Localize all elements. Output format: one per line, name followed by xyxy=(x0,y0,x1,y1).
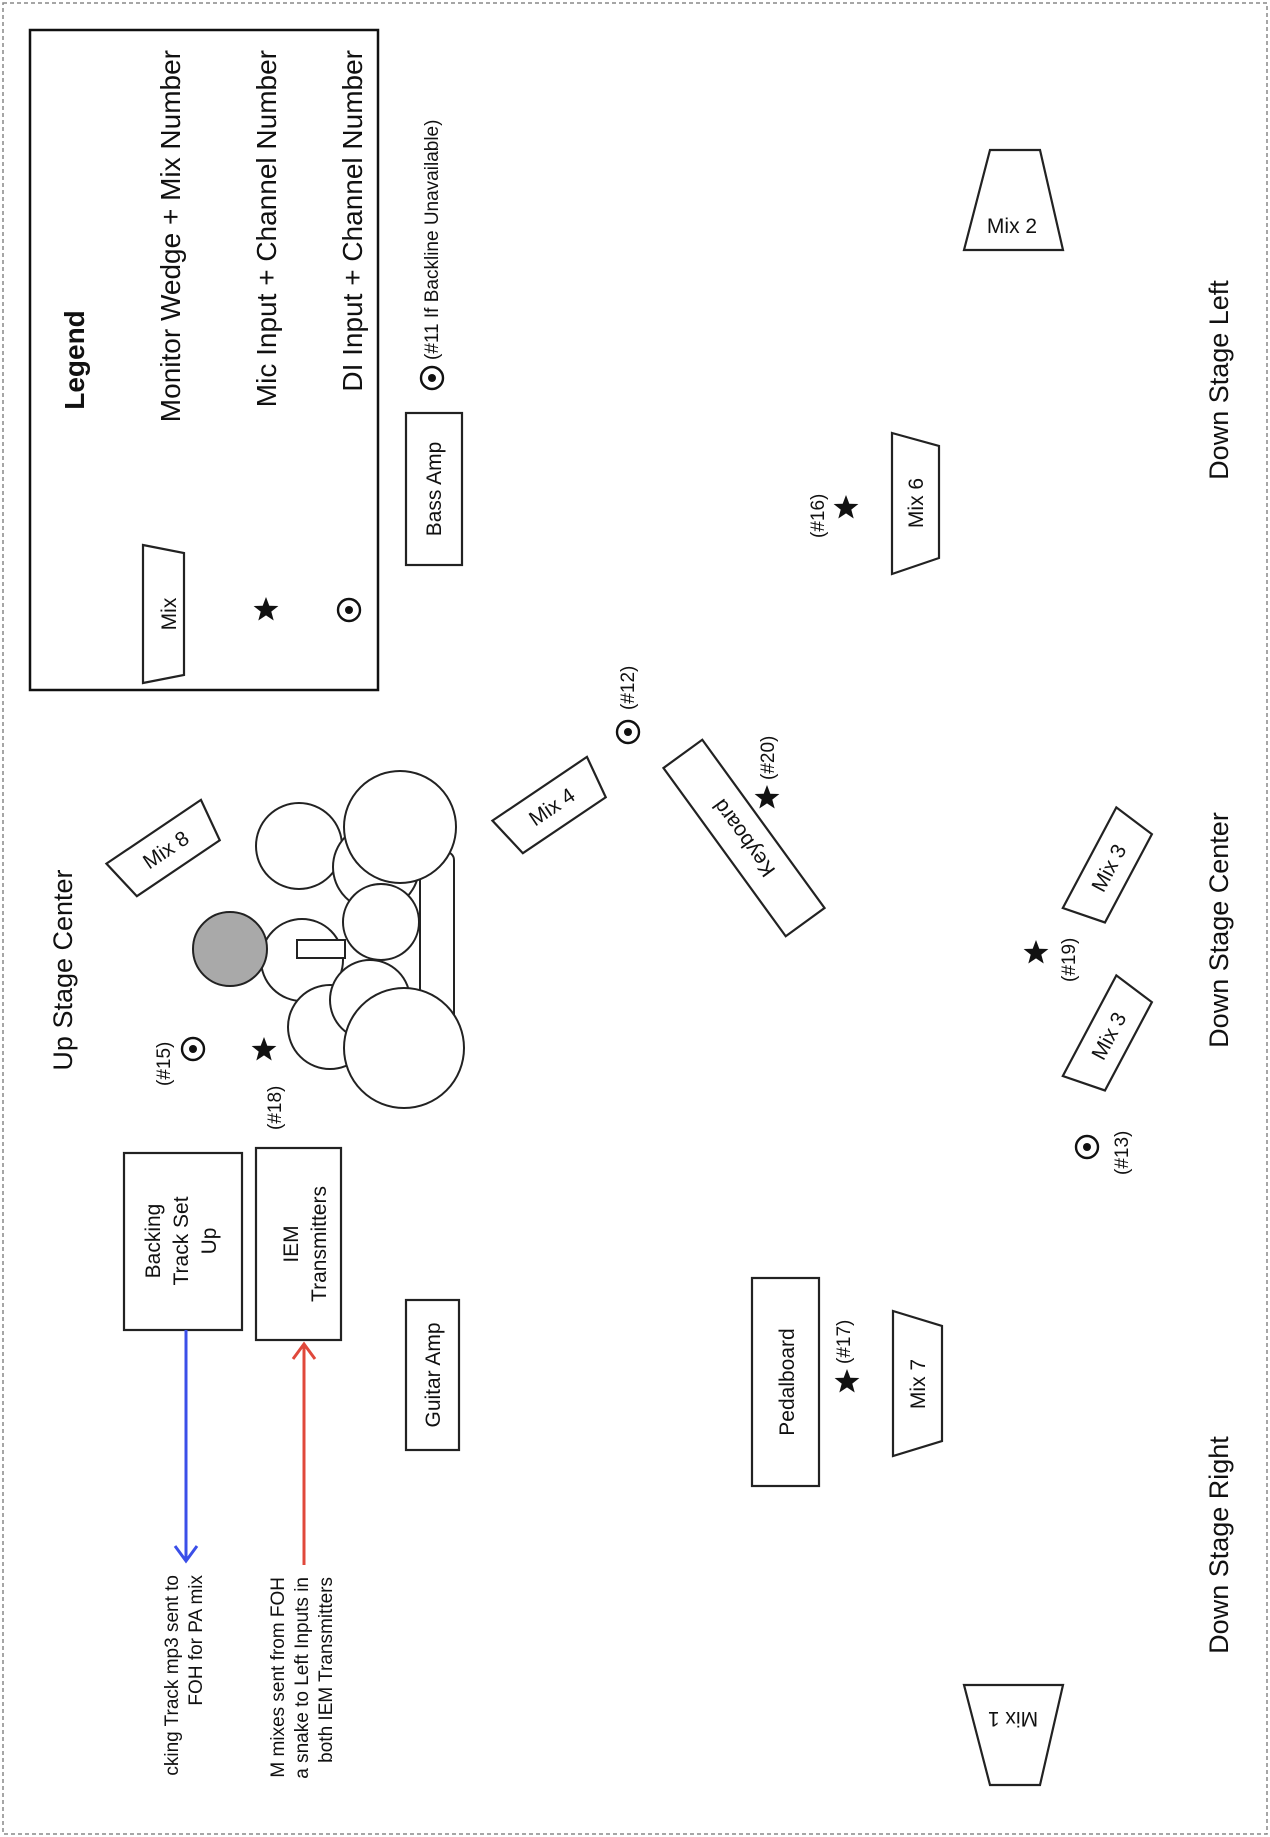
backing-track-line2: Track Set xyxy=(170,1196,193,1285)
channel-17: (#17) xyxy=(834,1320,855,1364)
legend-di-icon xyxy=(336,597,362,623)
di-input-icon xyxy=(615,719,641,745)
wedge-mix2: Mix 2 xyxy=(962,148,1065,252)
backing-track-line3: Up xyxy=(198,1228,221,1255)
pedalboard: Pedalboard xyxy=(750,1276,821,1488)
backing-note-line2: FOH for PA mix xyxy=(186,1575,207,1706)
iem-note-line3: both IEM Transmitters xyxy=(316,1577,337,1763)
keyboard: Keyboard xyxy=(661,738,827,938)
legend-box xyxy=(28,28,380,692)
legend-wedge-text: Monitor Wedge + Mix Number xyxy=(155,50,186,422)
channel-12: (#12) xyxy=(618,666,639,710)
pedalboard-label: Pedalboard xyxy=(776,1328,799,1435)
di-input-icon xyxy=(419,365,445,391)
iem-line1: IEM xyxy=(280,1225,303,1262)
wedge-mix3-upper: Mix 3 xyxy=(1061,805,1154,924)
iem-line2: Transmitters xyxy=(308,1186,331,1302)
backing-track-arrow xyxy=(173,1330,199,1564)
wedge-mix1: Mix 1 xyxy=(962,1683,1065,1787)
drum-kick xyxy=(343,770,457,884)
legend-di-text: DI Input + Channel Number xyxy=(337,50,368,392)
channel-16: (#16) xyxy=(808,494,829,538)
wedge-mix7-label: Mix 7 xyxy=(907,1359,930,1409)
label-upstage-center: Up Stage Center xyxy=(48,869,78,1070)
bass-amp: Bass Amp xyxy=(404,411,464,567)
mic-input-icon xyxy=(754,785,780,809)
legend-wedge-label: Mix xyxy=(158,597,181,630)
iem-transmitters: IEM Transmitters xyxy=(254,1146,343,1342)
backing-track-line1: Backing xyxy=(142,1204,165,1279)
mic-input-icon xyxy=(1023,940,1049,964)
mic-input-icon xyxy=(251,1037,277,1061)
channel-19: (#19) xyxy=(1059,938,1080,982)
channel-13: (#13) xyxy=(1112,1131,1133,1175)
label-downstage-right: Down Stage Right xyxy=(1204,1436,1234,1654)
backing-note-line1: cking Track mp3 sent to xyxy=(162,1575,183,1776)
iem-note-line1: M mixes sent from FOH xyxy=(268,1577,289,1778)
drum-rack-tom xyxy=(255,802,343,890)
wedge-mix3-lower: Mix 3 xyxy=(1061,973,1154,1092)
wedge-mix8: Mix 8 xyxy=(104,798,222,898)
drum-kit xyxy=(192,770,465,1109)
drum-throne-stand xyxy=(296,939,346,959)
backing-track-setup: Backing Track Set Up xyxy=(122,1151,244,1332)
wedge-mix6-label: Mix 6 xyxy=(905,478,928,528)
wedge-mix2-label: Mix 2 xyxy=(987,215,1037,238)
label-downstage-left: Down Stage Left xyxy=(1204,280,1234,480)
iem-arrow xyxy=(291,1341,317,1565)
iem-note-line2: a snake to Left Inputs in xyxy=(292,1577,313,1779)
channel-18: (#18) xyxy=(265,1086,286,1130)
channel-15: (#15) xyxy=(154,1042,175,1086)
mic-input-icon xyxy=(833,495,859,519)
channel-11: (#11 If Backline Unavailable) xyxy=(422,120,443,360)
di-input-icon xyxy=(180,1036,206,1062)
di-input-icon xyxy=(1074,1134,1100,1160)
legend-wedge-icon: Mix xyxy=(141,543,186,685)
wedge-mix7: Mix 7 xyxy=(891,1309,944,1458)
drum-floor-tom-small xyxy=(342,883,420,961)
bass-amp-label: Bass Amp xyxy=(423,442,446,537)
channel-20: (#20) xyxy=(758,736,779,780)
wedge-mix4: Mix 4 xyxy=(490,755,608,855)
drum-snare-shaded xyxy=(192,911,268,987)
guitar-amp-label: Guitar Amp xyxy=(422,1322,445,1427)
label-downstage-center: Down Stage Center xyxy=(1204,812,1234,1048)
drum-floor-tom-large xyxy=(343,987,465,1109)
legend-title: Legend xyxy=(59,310,90,410)
legend-mic-text: Mic Input + Channel Number xyxy=(251,50,282,407)
wedge-mix6: Mix 6 xyxy=(890,431,941,576)
guitar-amp: Guitar Amp xyxy=(404,1298,461,1452)
mic-input-icon xyxy=(834,1369,860,1393)
wedge-mix1-label: Mix 1 xyxy=(988,1707,1038,1730)
